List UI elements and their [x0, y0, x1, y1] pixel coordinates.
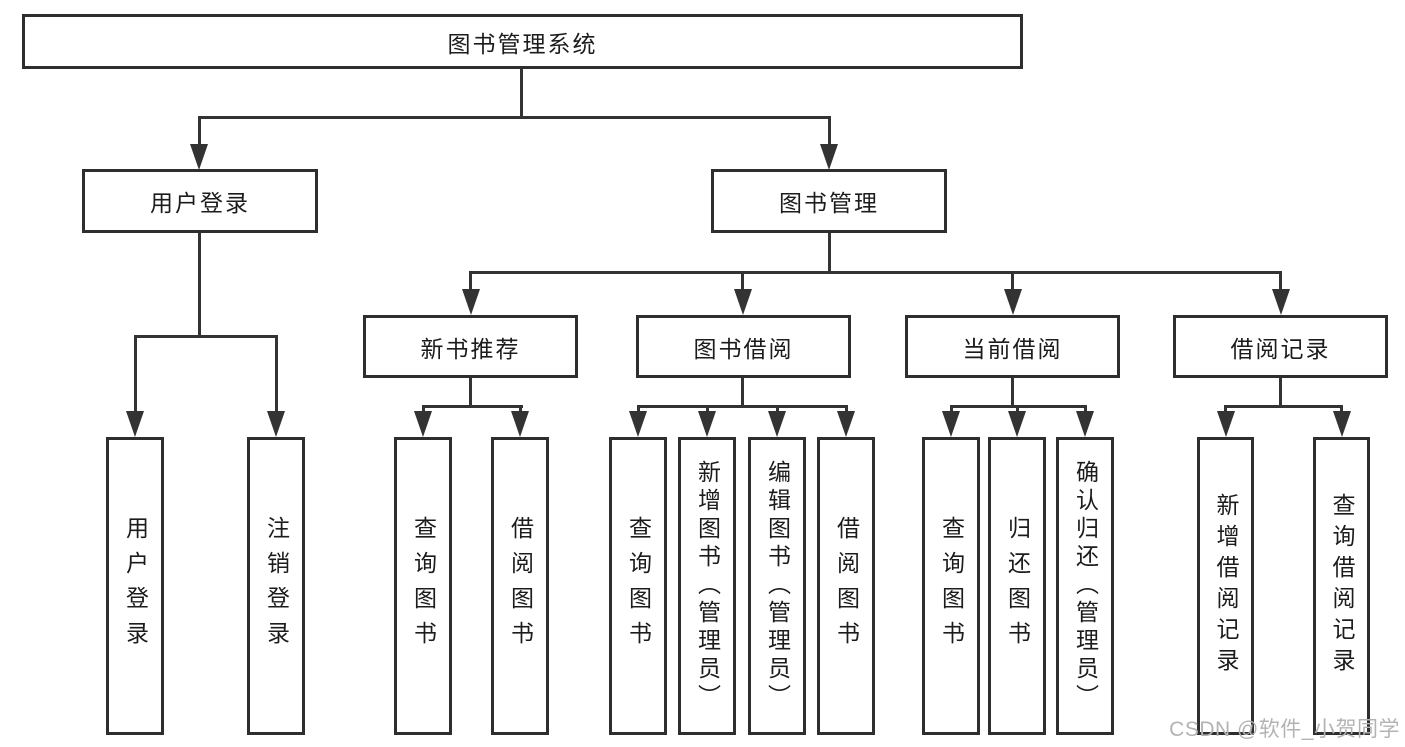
down-arrow-icon	[1216, 411, 1235, 437]
connector-line	[1279, 271, 1282, 292]
connector-line	[844, 405, 848, 414]
connector-line	[197, 116, 831, 119]
connector-line	[827, 233, 831, 273]
node-label: 查询图书	[938, 516, 965, 656]
node-book-management: 图书管理	[711, 169, 947, 233]
connector-line	[1015, 405, 1019, 414]
down-arrow-icon	[190, 144, 208, 170]
down-arrow-icon	[768, 411, 786, 437]
node-leaf-borrow-books-2: 借阅图书	[817, 437, 875, 735]
node-label: 查询图书	[625, 516, 652, 656]
node-label: 新增借阅记录	[1213, 493, 1239, 679]
watermark-text: CSDN @软件_小贺同学	[1169, 718, 1400, 741]
down-arrow-icon	[837, 411, 855, 437]
connector-line	[1011, 377, 1014, 408]
node-leaf-add-books-admin: 新增图书（管理员）	[678, 437, 736, 735]
connector-line	[1279, 377, 1282, 407]
connector-line	[519, 68, 523, 118]
connector-line	[1083, 405, 1087, 414]
node-leaf-borrow-books-1: 借阅图书	[491, 437, 549, 735]
node-label: 当前借阅	[962, 335, 1063, 362]
connector-line	[133, 335, 137, 413]
connector-line	[775, 405, 779, 414]
down-arrow-icon	[629, 411, 647, 437]
node-label: 借阅图书	[833, 516, 860, 656]
node-label: 查询借阅记录	[1329, 493, 1355, 679]
node-leaf-query-books-2: 查询图书	[609, 437, 667, 735]
down-arrow-icon	[1332, 411, 1351, 437]
node-leaf-query-books-3: 查询图书	[922, 437, 980, 735]
down-arrow-icon	[461, 289, 480, 315]
connector-line	[274, 335, 278, 413]
node-leaf-confirm-return-admin: 确认归还（管理员）	[1056, 437, 1114, 735]
node-label: 确认归还（管理员）	[1072, 460, 1099, 712]
node-borrow-records: 借阅记录	[1173, 315, 1388, 378]
node-label: 归还图书	[1004, 516, 1031, 656]
node-label: 编辑图书（管理员）	[764, 460, 791, 712]
node-book-borrow: 图书借阅	[636, 315, 851, 378]
connector-line	[949, 405, 953, 414]
connector-line	[469, 271, 1282, 274]
node-label: 图书管理	[779, 190, 879, 216]
down-arrow-icon	[1076, 411, 1094, 437]
node-leaf-return-books: 归还图书	[988, 437, 1046, 735]
connector-line	[469, 377, 472, 408]
connector-line	[197, 233, 201, 337]
connector-line	[1011, 271, 1014, 292]
node-label: 新书推荐	[420, 335, 521, 362]
node-leaf-logout: 注销登录	[247, 437, 305, 735]
connector-line	[518, 405, 522, 414]
connector-line	[705, 405, 709, 414]
node-leaf-add-borrow-record: 新增借阅记录	[1197, 437, 1254, 735]
node-label: 用户登录	[150, 190, 250, 216]
down-arrow-icon	[267, 411, 285, 437]
down-arrow-icon	[698, 411, 716, 437]
node-user-login: 用户登录	[82, 169, 318, 233]
node-label: 用户登录	[122, 516, 149, 656]
node-leaf-edit-books-admin: 编辑图书（管理员）	[748, 437, 806, 735]
down-arrow-icon	[126, 411, 144, 437]
node-label: 查询图书	[410, 516, 437, 656]
node-new-book-recommend: 新书推荐	[363, 315, 578, 378]
connector-line	[636, 405, 640, 414]
connector-line	[197, 116, 201, 147]
node-label: 借阅图书	[507, 516, 534, 656]
down-arrow-icon	[820, 144, 838, 170]
down-arrow-icon	[414, 411, 432, 437]
node-leaf-query-books-1: 查询图书	[394, 437, 452, 735]
node-leaf-query-borrow-record: 查询借阅记录	[1313, 437, 1370, 735]
node-root: 图书管理系统	[22, 14, 1023, 69]
down-arrow-icon	[733, 289, 752, 315]
node-label: 图书管理系统	[447, 30, 598, 57]
connector-line	[1224, 405, 1343, 408]
connector-line	[636, 405, 848, 408]
node-label: 注销登录	[263, 516, 290, 656]
node-label: 新增图书（管理员）	[694, 460, 721, 712]
down-arrow-icon	[1008, 411, 1026, 437]
node-leaf-user-login: 用户登录	[106, 437, 164, 735]
connector-line	[741, 377, 744, 408]
node-label: 图书借阅	[693, 335, 794, 362]
down-arrow-icon	[942, 411, 960, 437]
connector-line	[1224, 405, 1227, 414]
node-current-borrow: 当前借阅	[905, 315, 1120, 378]
connector-line	[827, 116, 831, 147]
connector-line	[469, 271, 472, 292]
down-arrow-icon	[511, 411, 529, 437]
node-label: 借阅记录	[1230, 335, 1331, 362]
connector-line	[741, 271, 744, 292]
connector-line	[421, 405, 425, 414]
down-arrow-icon	[1003, 289, 1022, 315]
down-arrow-icon	[1271, 289, 1290, 315]
connector-line	[1340, 405, 1343, 414]
connector-line	[421, 405, 523, 408]
connector-line	[133, 335, 278, 338]
